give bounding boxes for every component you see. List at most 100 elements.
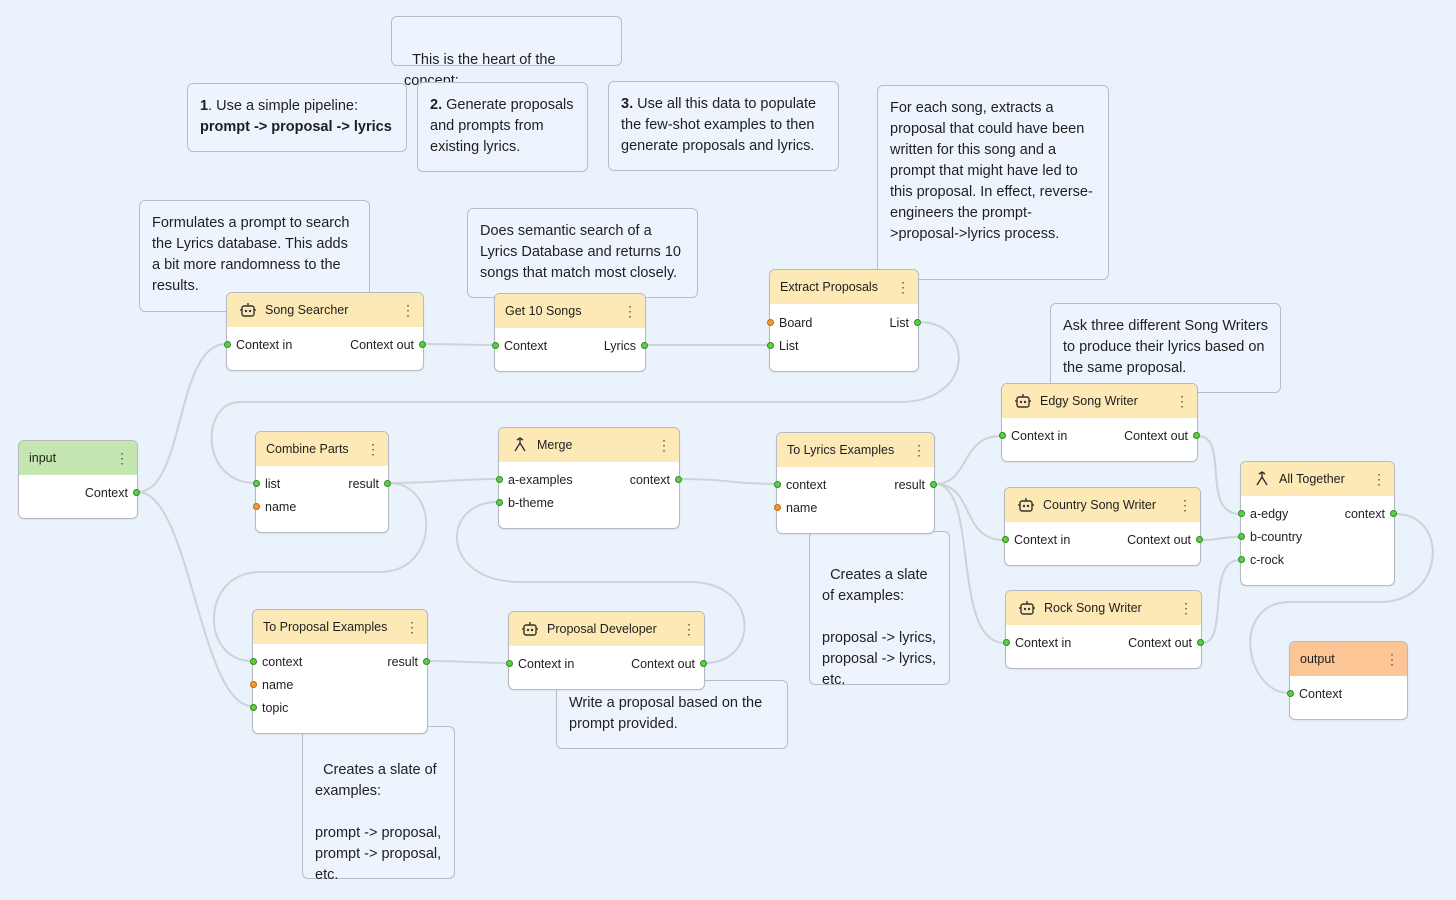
node-header[interactable]: All Together ⋮: [1241, 462, 1394, 496]
node-header[interactable]: To Lyrics Examples ⋮: [777, 433, 934, 467]
port-out-result[interactable]: result: [894, 478, 937, 492]
port-out-list[interactable]: List: [890, 316, 921, 330]
port-dot[interactable]: [496, 499, 503, 506]
kebab-menu-icon[interactable]: ⋮: [405, 618, 419, 635]
port-dot[interactable]: [423, 658, 430, 665]
node-header[interactable]: input ⋮: [19, 441, 137, 475]
port-in-c-rock[interactable]: c-rock: [1238, 553, 1284, 567]
port-dot[interactable]: [250, 681, 257, 688]
node-output[interactable]: output ⋮ Context: [1287, 641, 1408, 720]
node-proposal-developer[interactable]: Proposal Developer ⋮ Context in Context …: [506, 611, 707, 690]
port-dot[interactable]: [1003, 639, 1010, 646]
node-song-searcher[interactable]: Song Searcher ⋮ Context in Context out: [224, 292, 426, 371]
node-all-together[interactable]: All Together ⋮ a-edgy b-country c-rock c…: [1238, 461, 1397, 586]
kebab-menu-icon[interactable]: ⋮: [623, 302, 637, 319]
kebab-menu-icon[interactable]: ⋮: [657, 436, 671, 453]
kebab-menu-icon[interactable]: ⋮: [366, 440, 380, 457]
kebab-menu-icon[interactable]: ⋮: [1175, 392, 1189, 409]
port-dot[interactable]: [774, 481, 781, 488]
port-out-context[interactable]: Context out: [1128, 636, 1204, 650]
port-in-context[interactable]: Context in: [506, 657, 574, 671]
port-dot[interactable]: [930, 481, 937, 488]
kebab-menu-icon[interactable]: ⋮: [401, 301, 415, 318]
kebab-menu-icon[interactable]: ⋮: [1385, 650, 1399, 667]
port-dot[interactable]: [1287, 690, 1294, 697]
node-header[interactable]: Proposal Developer ⋮: [509, 612, 704, 646]
port-out-context[interactable]: Context out: [350, 338, 426, 352]
node-merge[interactable]: Merge ⋮ a-examples b-theme context: [496, 427, 682, 529]
port-in-context[interactable]: context: [250, 655, 302, 669]
node-combine-parts[interactable]: Combine Parts ⋮ list name result: [253, 431, 391, 533]
port-out-context[interactable]: context: [1345, 507, 1397, 521]
port-dot[interactable]: [1238, 533, 1245, 540]
port-in-context[interactable]: Context: [492, 339, 547, 353]
port-dot[interactable]: [641, 342, 648, 349]
port-in-name[interactable]: name: [250, 678, 293, 692]
node-header[interactable]: Country Song Writer ⋮: [1005, 488, 1200, 522]
port-dot[interactable]: [253, 480, 260, 487]
port-in-context[interactable]: Context: [1287, 687, 1342, 701]
kebab-menu-icon[interactable]: ⋮: [682, 620, 696, 637]
port-dot[interactable]: [133, 489, 140, 496]
port-dot[interactable]: [250, 658, 257, 665]
port-out-result[interactable]: result: [348, 477, 391, 491]
port-out-context[interactable]: context: [630, 473, 682, 487]
port-out-context[interactable]: Context out: [1124, 429, 1200, 443]
port-in-b-country[interactable]: b-country: [1238, 530, 1302, 544]
port-dot[interactable]: [224, 341, 231, 348]
port-in-context[interactable]: context: [774, 478, 826, 492]
port-in-context[interactable]: Context in: [999, 429, 1067, 443]
port-dot[interactable]: [914, 319, 921, 326]
port-dot[interactable]: [492, 342, 499, 349]
node-header[interactable]: Song Searcher ⋮: [227, 293, 423, 327]
port-dot[interactable]: [1196, 536, 1203, 543]
port-dot[interactable]: [767, 319, 774, 326]
node-rock-song-writer[interactable]: Rock Song Writer ⋮ Context in Context ou…: [1003, 590, 1204, 669]
port-in-name[interactable]: name: [253, 500, 296, 514]
port-dot[interactable]: [1002, 536, 1009, 543]
port-dot[interactable]: [1390, 510, 1397, 517]
node-header[interactable]: Merge ⋮: [499, 428, 679, 462]
port-in-a-examples[interactable]: a-examples: [496, 473, 573, 487]
kebab-menu-icon[interactable]: ⋮: [896, 278, 910, 295]
port-dot[interactable]: [675, 476, 682, 483]
port-out-result[interactable]: result: [387, 655, 430, 669]
port-in-b-theme[interactable]: b-theme: [496, 496, 554, 510]
node-country-song-writer[interactable]: Country Song Writer ⋮ Context in Context…: [1002, 487, 1203, 566]
port-out-context[interactable]: Context out: [1127, 533, 1203, 547]
node-header[interactable]: output ⋮: [1290, 642, 1407, 676]
port-in-board[interactable]: Board: [767, 316, 812, 330]
port-dot[interactable]: [496, 476, 503, 483]
node-header[interactable]: Rock Song Writer ⋮: [1006, 591, 1201, 625]
node-extract-proposals[interactable]: Extract Proposals ⋮ Board List List: [767, 269, 921, 372]
port-dot[interactable]: [419, 341, 426, 348]
node-to-proposal-examples[interactable]: To Proposal Examples ⋮ context name topi…: [250, 609, 430, 734]
port-dot[interactable]: [1197, 639, 1204, 646]
port-dot[interactable]: [700, 660, 707, 667]
port-out-context[interactable]: Context: [85, 486, 140, 500]
port-out-context[interactable]: Context out: [631, 657, 707, 671]
port-dot[interactable]: [506, 660, 513, 667]
port-in-name[interactable]: name: [774, 501, 817, 515]
port-dot[interactable]: [253, 503, 260, 510]
port-in-context[interactable]: Context in: [1002, 533, 1070, 547]
node-edgy-song-writer[interactable]: Edgy Song Writer ⋮ Context in Context ou…: [999, 383, 1200, 462]
kebab-menu-icon[interactable]: ⋮: [1372, 470, 1386, 487]
port-in-a-edgy[interactable]: a-edgy: [1238, 507, 1288, 521]
kebab-menu-icon[interactable]: ⋮: [912, 441, 926, 458]
node-to-lyrics-examples[interactable]: To Lyrics Examples ⋮ context name result: [774, 432, 937, 534]
port-in-topic[interactable]: topic: [250, 701, 288, 715]
port-in-context[interactable]: Context in: [1003, 636, 1071, 650]
node-header[interactable]: To Proposal Examples ⋮: [253, 610, 427, 644]
port-dot[interactable]: [774, 504, 781, 511]
node-input[interactable]: input ⋮ Context: [18, 440, 140, 519]
node-header[interactable]: Extract Proposals ⋮: [770, 270, 918, 304]
port-dot[interactable]: [1193, 432, 1200, 439]
port-dot[interactable]: [384, 480, 391, 487]
kebab-menu-icon[interactable]: ⋮: [115, 449, 129, 466]
port-in-list[interactable]: list: [253, 477, 280, 491]
kebab-menu-icon[interactable]: ⋮: [1178, 496, 1192, 513]
port-in-context[interactable]: Context in: [224, 338, 292, 352]
node-header[interactable]: Combine Parts ⋮: [256, 432, 388, 466]
port-in-list[interactable]: List: [767, 339, 798, 353]
